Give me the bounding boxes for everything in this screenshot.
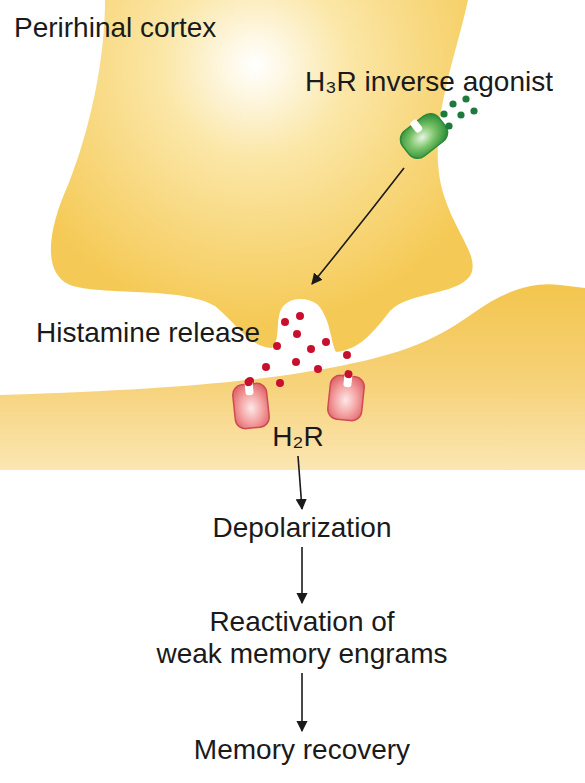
postsynaptic-neuron — [0, 284, 585, 470]
step-text: Memory recovery — [137, 734, 467, 766]
h3-receptor — [394, 107, 452, 163]
flow-arrow — [301, 673, 303, 731]
step-text: H₂R — [253, 421, 343, 453]
process-step: Depolarization — [137, 512, 467, 544]
flow-arrow — [298, 456, 302, 509]
inverse-agonist-dots — [440, 95, 477, 129]
h2-receptor — [327, 368, 366, 421]
drug-label: H₃R inverse agonist — [305, 66, 553, 98]
flow-arrow — [301, 547, 303, 603]
histamine-dots — [246, 312, 351, 387]
region-label: Perirhinal cortex — [14, 12, 216, 44]
step-text: Depolarization — [137, 512, 467, 544]
curved-arrow — [312, 168, 404, 284]
process-label: Histamine release — [36, 317, 260, 349]
presynaptic-neuron — [51, 0, 473, 352]
h2-receptor — [231, 376, 270, 429]
step-text: Reactivation of weak memory engrams — [142, 606, 462, 670]
receptor-label-node: H₂R — [253, 421, 343, 453]
process-step: Reactivation of weak memory engrams — [142, 606, 462, 670]
outcome-step: Memory recovery — [137, 734, 467, 766]
